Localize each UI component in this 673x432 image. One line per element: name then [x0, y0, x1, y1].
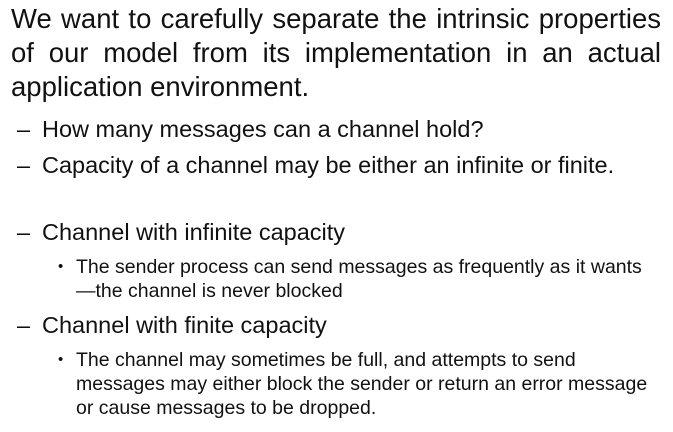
- bullet-finite-capacity: – Channel with finite capacity: [17, 311, 661, 340]
- bullet-text: Capacity of a channel may be either an i…: [42, 152, 615, 178]
- bullet-infinite-capacity: – Channel with infinite capacity: [17, 218, 661, 247]
- dash-marker: –: [17, 312, 31, 338]
- sub-bullet-infinite: • The sender process can send messages a…: [58, 255, 648, 303]
- sub-bullet-finite: • The channel may sometimes be full, and…: [58, 348, 648, 420]
- bullet-messages-hold: – How many messages can a channel hold?: [17, 115, 661, 144]
- bullet-dot: •: [58, 351, 64, 368]
- bullet-dot: •: [58, 258, 64, 275]
- dash-marker: –: [17, 152, 31, 178]
- bullet-capacity: – Capacity of a channel may be either an…: [17, 151, 661, 180]
- dash-marker: –: [17, 219, 31, 245]
- bullet-text: Channel with finite capacity: [42, 312, 327, 338]
- sub-bullet-text: The channel may sometimes be full, and a…: [76, 349, 648, 419]
- bullet-text: How many messages can a channel hold?: [42, 116, 484, 142]
- dash-marker: –: [17, 116, 31, 142]
- sub-bullet-text: The sender process can send messages as …: [76, 256, 642, 302]
- intro-paragraph: We want to carefully separate the intrin…: [11, 3, 661, 102]
- bullet-text: Channel with infinite capacity: [42, 219, 346, 245]
